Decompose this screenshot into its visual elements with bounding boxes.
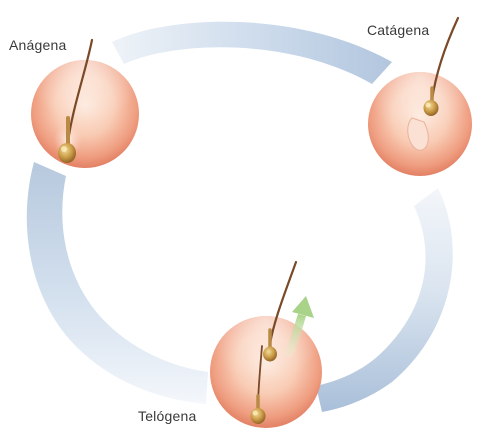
catagen-follicle (368, 18, 472, 176)
cycle-ring-top-segment (112, 22, 392, 84)
catagen-label: Catágena (367, 22, 429, 38)
cycle-ring-left-segment (27, 162, 208, 404)
telogen-follicle (210, 262, 322, 428)
cycle-ring-right-segment (316, 188, 453, 412)
telogen-label: Telógena (138, 408, 196, 424)
anagen-label: Anágena (9, 37, 66, 53)
